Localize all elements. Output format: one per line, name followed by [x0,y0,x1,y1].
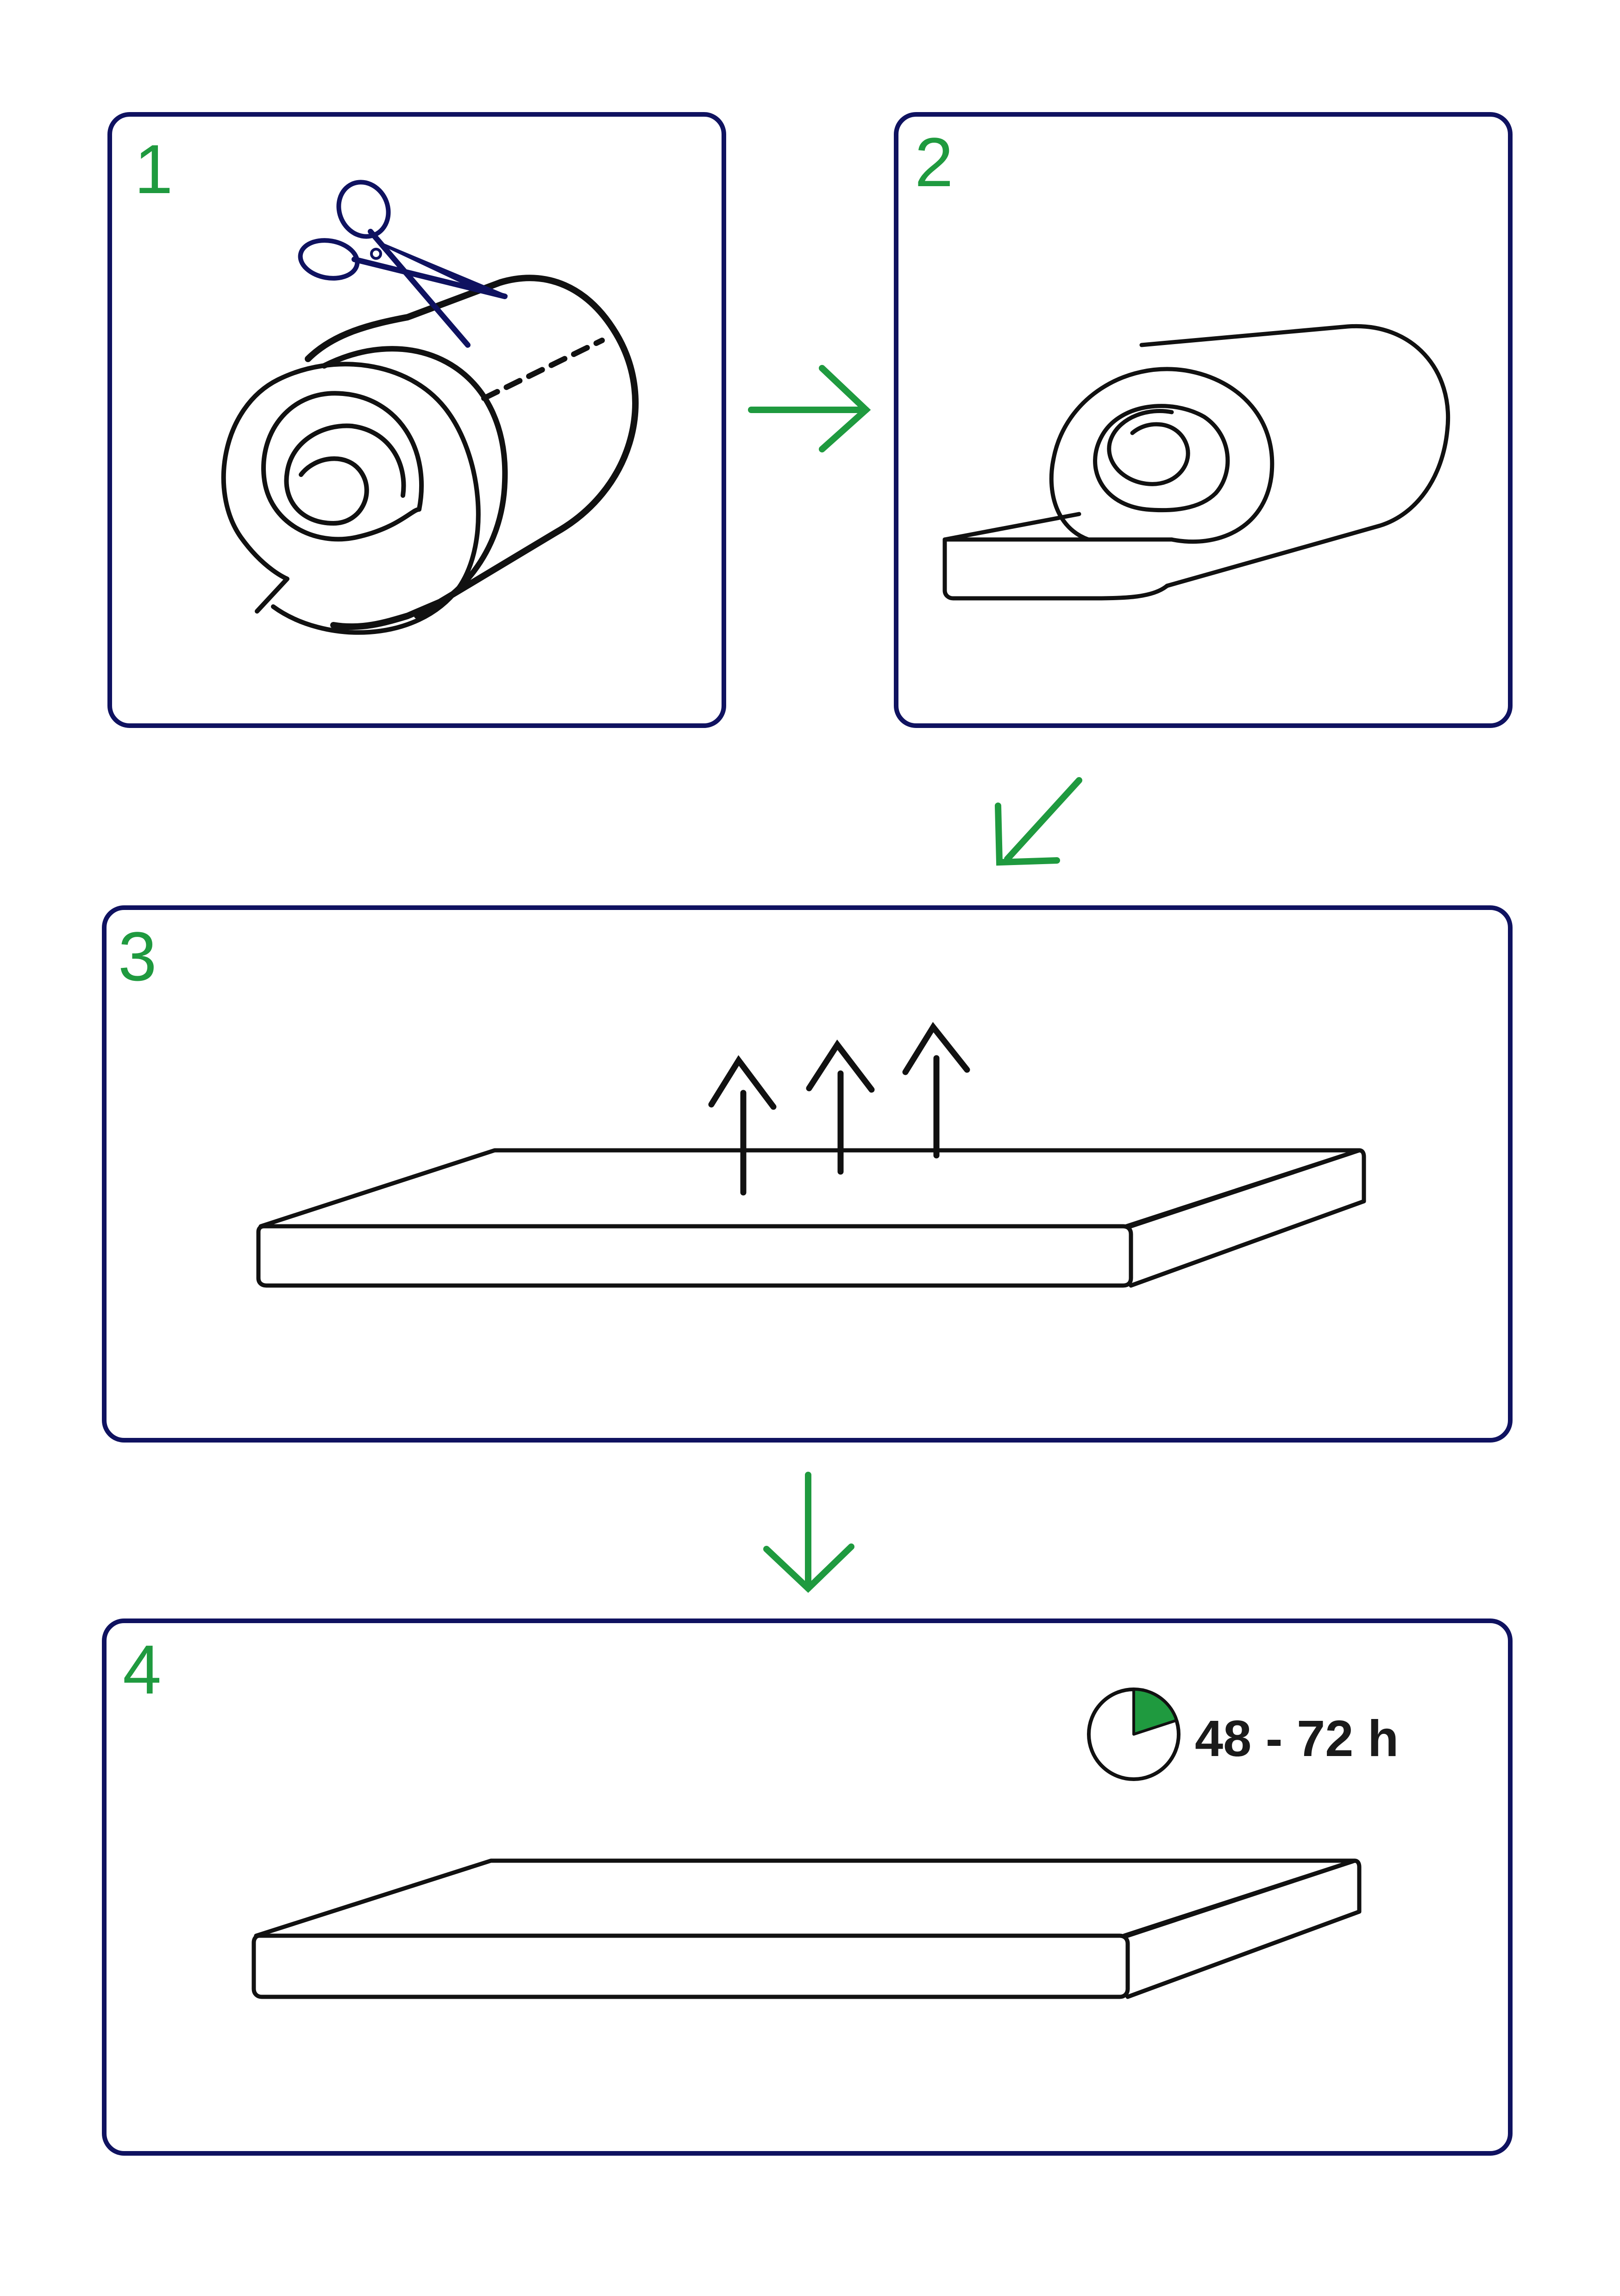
flow-arrows [748,365,1082,1593]
arrow-right-icon [748,365,871,452]
rolled-mattress-illustration [221,275,639,635]
expansion-arrows [708,1022,970,1196]
step-3-panel [102,905,1513,1443]
step-1-number: 1 [134,130,173,208]
step-2-number: 2 [915,123,954,201]
expand-up-arrow-icon [806,1039,875,1175]
scissors-icon [298,180,508,348]
step-1-panel [107,112,726,728]
unrolling-mattress-illustration [942,324,1450,601]
ready-mattress-illustration [251,1858,1362,1999]
expand-up-arrow-icon [902,1022,970,1159]
wait-duration-label: 48 - 72 h [1195,1710,1399,1767]
clock-icon [1087,1687,1180,1781]
step-4-number: 4 [123,1631,162,1708]
step-2-panel [894,112,1513,728]
step-3-number: 3 [118,917,157,995]
arrow-down-left-icon [995,777,1082,866]
expanding-mattress-illustration [256,1148,1366,1288]
expand-up-arrow-icon [708,1055,777,1196]
clock-elapsed-wedge [1132,1688,1178,1736]
arrow-down-icon [763,1472,854,1593]
